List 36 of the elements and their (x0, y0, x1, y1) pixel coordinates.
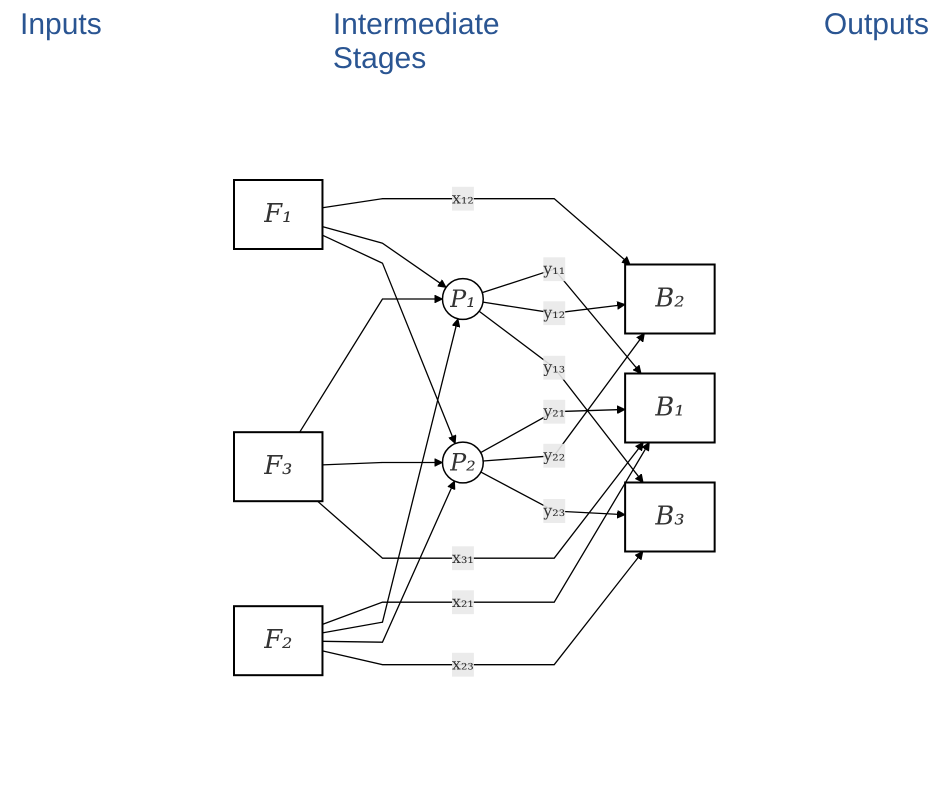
edge-label: y₁₃ (543, 357, 566, 376)
node-box: F₃ (233, 430, 324, 502)
arrow (322, 550, 644, 665)
edge-label: x₂₁ (452, 592, 474, 611)
arrow (299, 294, 444, 432)
edge-label: x₃₁ (452, 548, 474, 567)
column-heading: Inputs (20, 8, 102, 43)
arrow (480, 404, 626, 453)
edge-label: y₂₃ (543, 500, 566, 520)
edge-label: y₂₁ (543, 401, 566, 420)
node-box: F₂ (233, 604, 324, 676)
arrow (322, 458, 444, 467)
node-box: F₁ (233, 178, 324, 250)
node-circle: P₁ (442, 278, 484, 320)
edge-label: y₁₂ (543, 302, 566, 322)
column-heading: Intermediate Stages (332, 8, 501, 77)
edge-label: x₁₂ (452, 188, 474, 208)
arrow (322, 198, 631, 265)
arrow (483, 300, 626, 314)
edge-label: y₂₂ (543, 445, 566, 464)
edge-label: x₂₃ (452, 654, 474, 674)
arrow (480, 471, 626, 518)
arrow (322, 318, 460, 634)
arrow (317, 442, 644, 558)
node-box: B₃ (624, 481, 716, 552)
arrow (322, 226, 447, 288)
arrow (322, 442, 650, 625)
node-circle: P₂ (442, 441, 484, 484)
node-box: B₁ (624, 372, 716, 444)
arrow (483, 332, 645, 462)
arrow (322, 234, 457, 444)
arrow (322, 480, 456, 642)
node-box: B₂ (624, 263, 716, 334)
column-heading: Outputs (824, 8, 929, 43)
arrow (478, 310, 644, 483)
edge-label: y₁₁ (543, 258, 566, 278)
